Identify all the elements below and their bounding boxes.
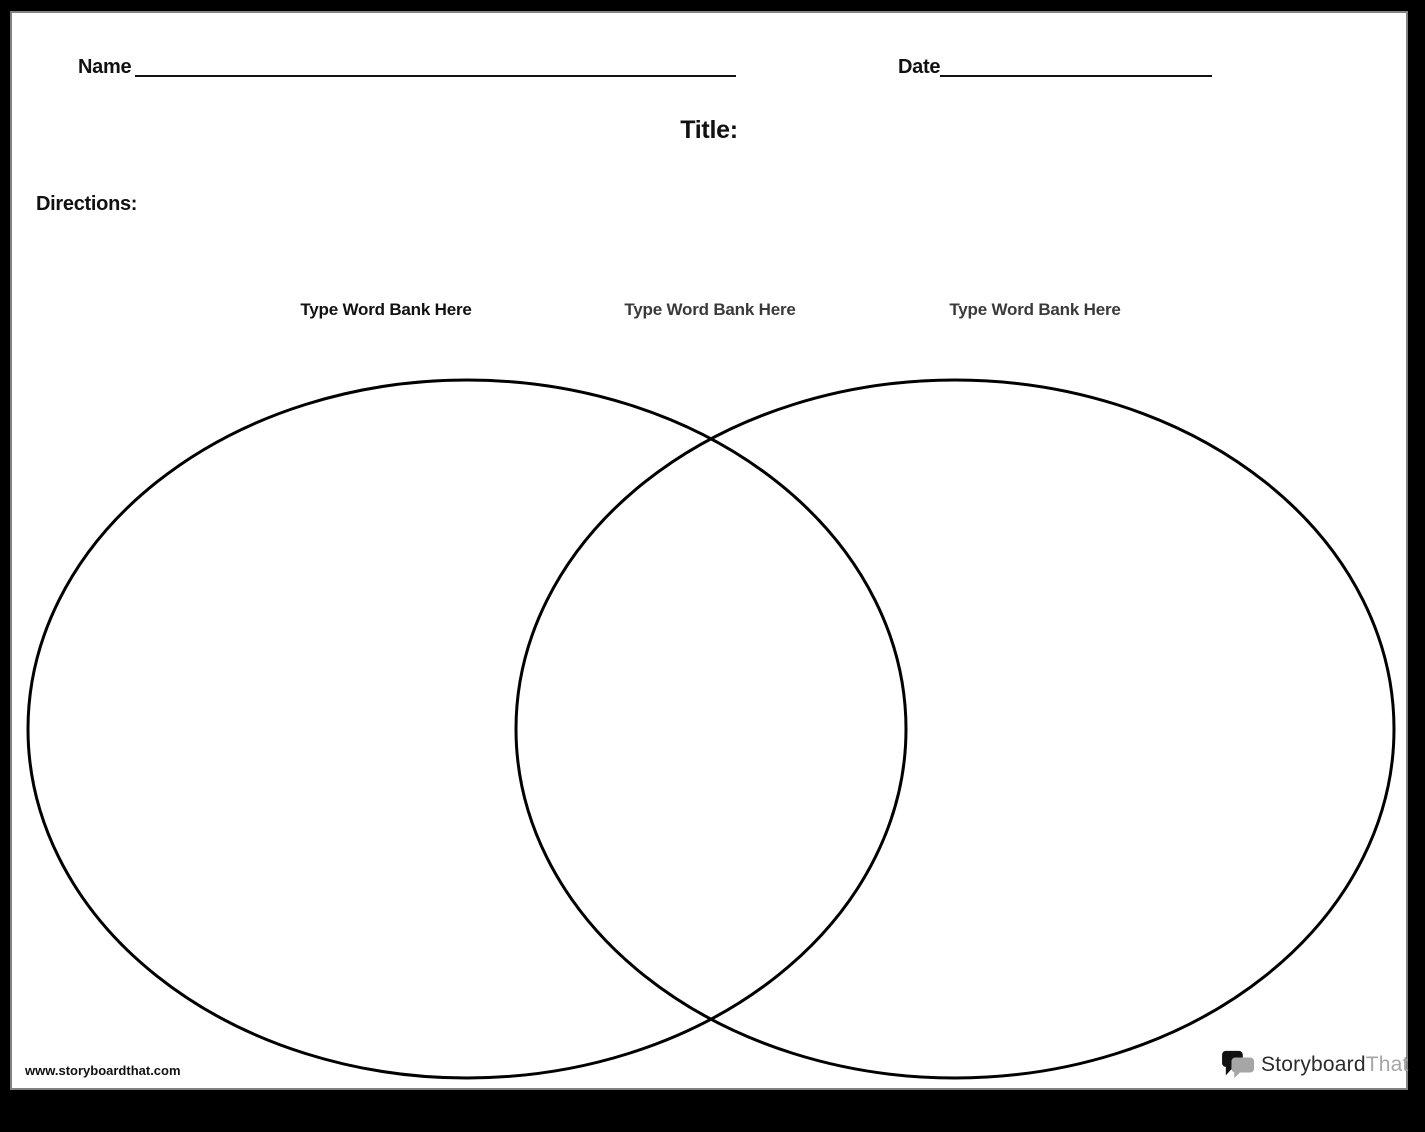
storyboardthat-logo: StoryboardThat <box>1222 1049 1409 1081</box>
logo-text-that: That <box>1365 1053 1409 1076</box>
venn-left-ellipse <box>26 378 908 1080</box>
title-label: Title: <box>680 116 738 144</box>
word-bank-placeholder-right[interactable]: Type Word Bank Here <box>949 300 1121 319</box>
date-fill-in-line <box>940 75 1212 77</box>
word-bank-placeholder-left[interactable]: Type Word Bank Here <box>300 300 472 319</box>
directions-label: Directions: <box>36 193 138 215</box>
name-label: Name <box>78 56 132 78</box>
venn-diagram <box>26 378 1396 1080</box>
worksheet-page: Name Date Title: Directions: Type Word B… <box>10 11 1408 1090</box>
name-fill-in-line <box>135 75 736 77</box>
speech-bubbles-icon <box>1222 1050 1255 1079</box>
word-bank-placeholder-middle[interactable]: Type Word Bank Here <box>624 300 796 319</box>
website-url: www.storyboardthat.com <box>25 1063 181 1078</box>
venn-right-ellipse <box>514 378 1396 1080</box>
date-label: Date <box>898 56 941 78</box>
logo-text: StoryboardThat <box>1261 1053 1409 1077</box>
logo-text-storyboard: Storyboard <box>1261 1053 1366 1076</box>
